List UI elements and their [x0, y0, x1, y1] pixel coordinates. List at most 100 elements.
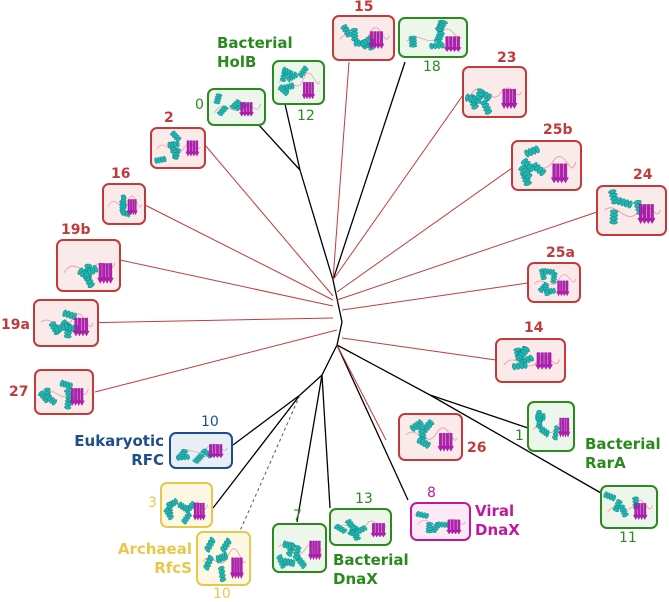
protein-ribbon-structure-icon: [163, 498, 209, 525]
branch-rfc: [232, 394, 301, 446]
label-25a: 25a: [546, 245, 575, 261]
protein-ribbon-structure-icon: [405, 419, 458, 452]
structure-box-7[interactable]: [272, 523, 327, 573]
label-15: 15: [354, 0, 374, 15]
structure-box-19a[interactable]: [33, 299, 99, 347]
group-label-line: Bacterial: [585, 435, 661, 453]
branch-10-dashed: [235, 394, 301, 541]
label-26: 26: [467, 440, 487, 456]
branch-euk-arch: [299, 374, 323, 396]
structure-box-0[interactable]: [207, 88, 266, 126]
black-branches: [212, 61, 602, 523]
branch-13: [321, 374, 331, 509]
protein-ribbon-structure-icon: [276, 540, 322, 569]
label-27: 27: [9, 384, 29, 400]
structure-box-14[interactable]: [495, 338, 566, 383]
branch-1: [429, 394, 529, 429]
protein-ribbon-structure-icon: [339, 24, 390, 51]
group-label-line: RFC: [131, 451, 164, 469]
structure-box-24[interactable]: [596, 185, 667, 236]
branch-14: [341, 337, 497, 361]
label-14: 14: [524, 320, 544, 336]
branch-23: [332, 94, 464, 281]
protein-ribbon-structure-icon: [213, 93, 261, 117]
branch-lower-trunk: [336, 321, 343, 346]
group-label-line: DnaX: [475, 521, 520, 539]
structure-box-1[interactable]: [527, 401, 575, 452]
group-label-eukaryotic-rfc: Eukaryotic RFC: [70, 432, 164, 470]
structure-box-27[interactable]: [34, 369, 94, 415]
number-3: 3: [148, 495, 157, 511]
structure-box-2[interactable]: [150, 127, 206, 169]
structure-box-10-rfcs[interactable]: [196, 531, 251, 586]
structure-box-26[interactable]: [398, 413, 463, 461]
structure-box-10-rfc[interactable]: [169, 432, 233, 469]
structure-box-8[interactable]: [410, 502, 471, 541]
label-16: 16: [111, 166, 131, 182]
structure-box-12[interactable]: [272, 60, 325, 105]
branch-0: [257, 123, 301, 171]
protein-ribbon-structure-icon: [176, 443, 228, 464]
structure-box-19b[interactable]: [56, 239, 121, 292]
number-0: 0: [195, 97, 204, 113]
branch-rara-trunk: [336, 344, 431, 396]
group-label-viral-dnax: Viral DnaX: [475, 502, 520, 540]
group-label-line: Viral: [475, 502, 515, 520]
structure-box-25b[interactable]: [511, 140, 582, 191]
protein-ribbon-structure-icon: [604, 189, 662, 225]
label-19b: 19b: [61, 222, 91, 238]
group-label-line: RarA: [585, 454, 626, 472]
protein-ribbon-structure-icon: [406, 19, 463, 52]
group-label-line: Bacterial: [333, 551, 409, 569]
group-label-line: HolB: [217, 53, 257, 71]
protein-ribbon-structure-icon: [518, 145, 577, 186]
group-label-archaeal-rfcs: Archaeal RfcS: [108, 540, 192, 578]
protein-ribbon-structure-icon: [333, 519, 387, 541]
protein-ribbon-structure-icon: [465, 87, 522, 115]
label-25b: 25b: [543, 122, 573, 138]
group-label-line: Eukaryotic: [74, 432, 164, 450]
number-11: 11: [619, 530, 637, 546]
group-label-bacterial-rara: Bacterial RarA: [585, 435, 661, 473]
structure-box-16[interactable]: [102, 183, 146, 225]
group-label-line: RfcS: [154, 559, 192, 577]
protein-ribbon-structure-icon: [533, 409, 571, 441]
protein-ribbon-structure-icon: [278, 65, 321, 100]
group-label-bacterial-dnax: Bacterial DnaX: [333, 551, 409, 589]
group-label-bacterial-holb: Bacterial HolB: [217, 34, 293, 72]
branch-7: [296, 374, 323, 523]
protein-ribbon-structure-icon: [154, 130, 201, 164]
number-1: 1: [515, 428, 524, 444]
group-label-line: DnaX: [333, 570, 378, 588]
red-branches: [76, 61, 598, 441]
structure-box-3[interactable]: [160, 482, 213, 528]
protein-ribbon-structure-icon: [38, 379, 89, 410]
group-label-line: Bacterial: [217, 34, 293, 52]
structure-box-11[interactable]: [600, 485, 658, 529]
structure-box-13[interactable]: [329, 508, 392, 546]
structure-box-15[interactable]: [332, 15, 395, 61]
branch-19a: [76, 317, 334, 324]
protein-ribbon-structure-icon: [63, 262, 116, 289]
protein-ribbon-structure-icon: [202, 536, 246, 583]
branch-24: [336, 211, 598, 301]
number-12: 12: [297, 108, 315, 124]
label-23: 23: [497, 50, 517, 66]
structure-box-25a[interactable]: [527, 262, 581, 303]
branch-18: [332, 61, 406, 281]
structure-box-18[interactable]: [398, 17, 468, 58]
group-label-line: Archaeal: [117, 540, 192, 558]
number-10-rfc: 10: [201, 414, 219, 430]
branch-19b: [119, 259, 334, 307]
branch-viral: [336, 344, 409, 501]
number-13: 13: [355, 491, 373, 507]
branch-inner: [321, 344, 338, 376]
branch-11: [429, 394, 602, 494]
number-8: 8: [427, 485, 436, 501]
structure-box-23[interactable]: [462, 66, 527, 118]
branch-25b: [336, 167, 513, 293]
branch-26: [336, 344, 387, 441]
branch-backbone: [332, 279, 343, 323]
protein-ribbon-structure-icon: [415, 511, 466, 535]
